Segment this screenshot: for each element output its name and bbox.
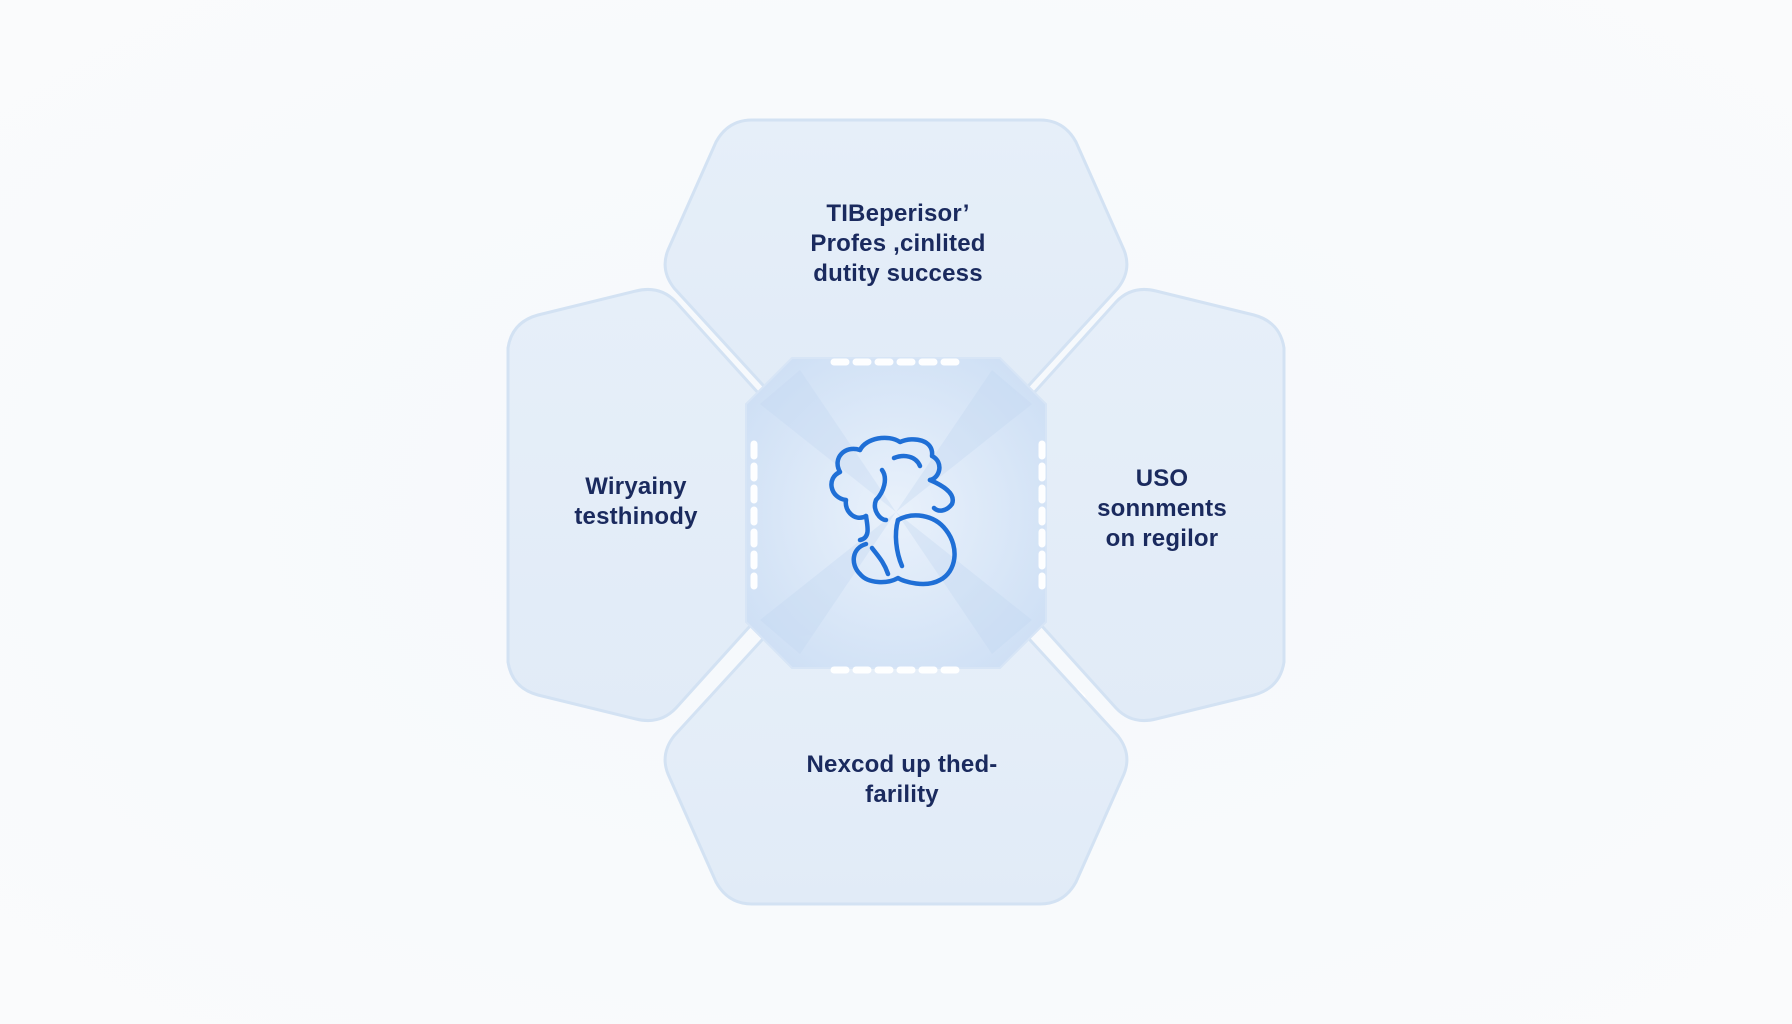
left-label-line-2: testhinody xyxy=(574,503,698,530)
top-label-line-1: TIBeperisor’ xyxy=(826,200,970,227)
top-label-line-3: dutity success xyxy=(813,260,983,287)
brain-head-icon xyxy=(829,435,957,587)
right-label-line-1: USO xyxy=(1135,465,1189,492)
hexagon-right-label: USO sonnments on regilor xyxy=(1097,464,1227,554)
hexagon-bottom-label: Nexcod up thed- farility xyxy=(806,750,997,810)
right-label-line-3: on regilor xyxy=(1105,525,1219,552)
right-label-line-2: sonnments xyxy=(1097,495,1227,522)
left-label-line-1: Wiryainy xyxy=(585,473,687,500)
hexagon-top-label: TIBeperisor’ Profes ,cinlited dutity suc… xyxy=(810,199,985,289)
bottom-label-line-1: Nexcod up thed- xyxy=(806,751,998,778)
center-dashed-frame xyxy=(750,358,1046,674)
top-label-line-2: Profes ,cinlited xyxy=(810,230,986,257)
bottom-label-line-2: farility xyxy=(865,781,939,808)
center-hub xyxy=(745,357,1047,669)
hexagon-left-label: Wiryainy testhinody xyxy=(574,472,697,532)
